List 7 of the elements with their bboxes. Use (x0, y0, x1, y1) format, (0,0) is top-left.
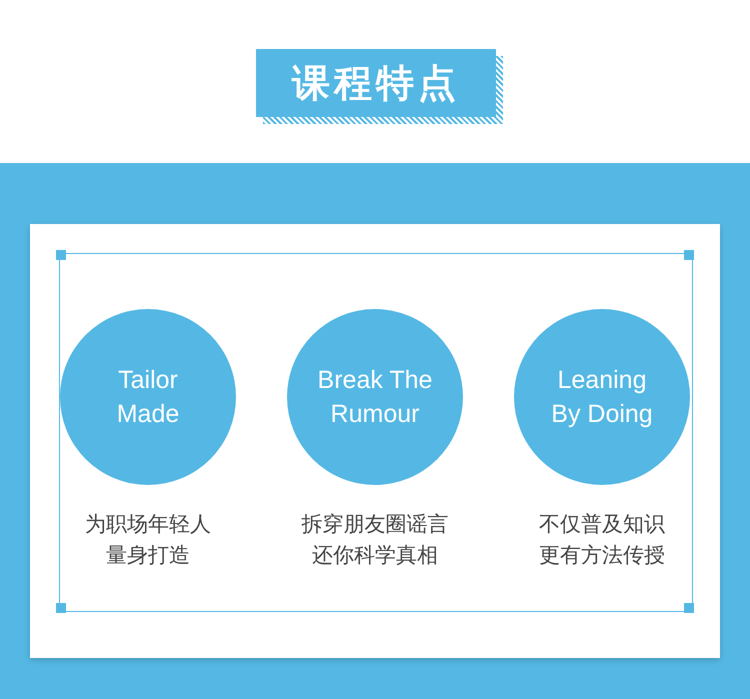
caption-text: 拆穿朋友圈谣言还你科学真相 (300, 511, 450, 569)
circle-label: Break The Rumour (316, 365, 434, 430)
circle-label: Tailor Made (116, 365, 180, 430)
caption-text: 为职场年轻人量身打造 (84, 511, 212, 569)
title-banner: 课程特点 (256, 49, 496, 117)
circle-label: Leaning By Doing (550, 365, 654, 430)
caption-text: 不仅普及知识更有方法传授 (538, 511, 666, 569)
